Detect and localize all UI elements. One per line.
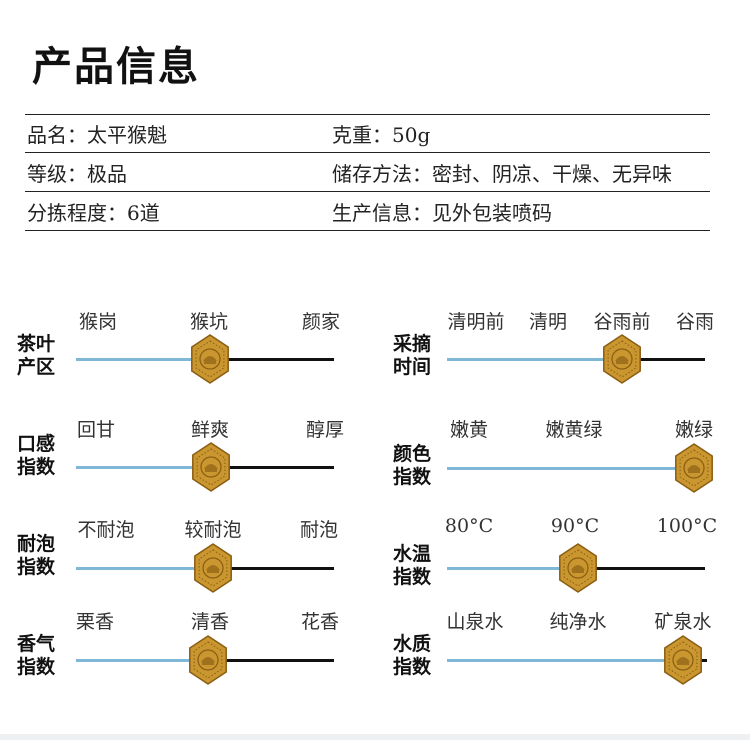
- scale-option: 80°C: [444, 515, 494, 537]
- scale-track-filled: [76, 567, 213, 570]
- hexagon-tea-pot-seal-icon: [186, 635, 230, 685]
- scale-label-line: 指数: [392, 466, 431, 488]
- storage-method: 储存方法：密封、阴凉、干燥、无异味: [332, 161, 672, 186]
- scale-label-line: 采摘: [392, 333, 431, 355]
- scale-label-line: 指数: [16, 556, 55, 578]
- scale-label-line: 指数: [16, 656, 55, 678]
- scale-label-line: 颜色: [392, 443, 431, 465]
- scale-label-line: 时间: [392, 356, 431, 378]
- scale-label-line: 指数: [392, 656, 431, 678]
- scale-label-line: 水质: [392, 633, 431, 655]
- scale-option: 猴坑: [189, 311, 229, 333]
- scale-label-line: 产区: [16, 356, 55, 378]
- scale-track-empty: [578, 567, 705, 570]
- scale-option: 回甘: [76, 419, 116, 441]
- scale-option: 不耐泡: [77, 519, 135, 541]
- scale-option: 花香: [300, 611, 340, 633]
- scale-label-brew-endurance: 耐泡 指数: [12, 533, 60, 579]
- scale-option: 颜家: [301, 311, 341, 333]
- info-row: 品名：太平猴魁 克重：50g: [25, 114, 710, 153]
- scale-track-empty: [622, 358, 705, 361]
- hexagon-tea-pot-seal-icon: [600, 334, 644, 384]
- scale-option: 清明: [528, 311, 568, 333]
- scale-label-taste: 口感 指数: [12, 433, 60, 479]
- scale-option: 谷雨前: [593, 311, 651, 333]
- scale-option: 栗香: [75, 611, 115, 633]
- scale-option: 清香: [190, 611, 230, 633]
- footer-divider: [0, 734, 750, 740]
- hexagon-tea-pot-seal-icon: [672, 443, 716, 493]
- scale-option: 猴岗: [78, 311, 118, 333]
- scale-option: 嫩黄绿: [545, 419, 603, 441]
- scale-track-filled: [76, 358, 210, 361]
- scale-option: 鲜爽: [190, 419, 230, 441]
- info-row: 分拣程度：6道 生产信息：见外包装喷码: [25, 192, 710, 231]
- grade: 等级：极品: [27, 161, 127, 186]
- scale-label-water-temperature: 水温 指数: [388, 543, 436, 589]
- scale-label-line: 指数: [16, 456, 55, 478]
- scale-option: 纯净水: [549, 611, 607, 633]
- sorting-degree: 分拣程度：6道: [27, 200, 160, 225]
- scale-label-line: 茶叶: [16, 333, 55, 355]
- page-title: 产品信息: [32, 44, 200, 90]
- scale-track-filled: [76, 659, 208, 662]
- hexagon-tea-pot-seal-icon: [191, 543, 235, 593]
- scale-option: 谷雨: [675, 311, 715, 333]
- product-info-table: 品名：太平猴魁 克重：50g 等级：极品 储存方法：密封、阴凉、干燥、无异味 分…: [25, 114, 710, 231]
- product-name: 品名：太平猴魁: [27, 123, 167, 147]
- scale-option: 清明前: [447, 311, 505, 333]
- scale-label-origin: 茶叶 产区: [12, 333, 60, 379]
- scale-option: 100°C: [656, 515, 718, 537]
- scale-track-empty: [207, 659, 334, 662]
- hexagon-tea-pot-seal-icon: [661, 635, 705, 685]
- scale-option: 较耐泡: [184, 519, 242, 541]
- scale-track-filled: [76, 466, 211, 469]
- scale-label-water-quality: 水质 指数: [388, 633, 436, 679]
- production-info: 生产信息：见外包装喷码: [332, 200, 552, 225]
- scale-option: 矿泉水: [654, 611, 712, 633]
- scale-option: 醇厚: [305, 419, 345, 441]
- hexagon-tea-pot-seal-icon: [188, 334, 232, 384]
- scale-label-aroma: 香气 指数: [12, 633, 60, 679]
- scale-label-line: 口感: [16, 433, 55, 455]
- scale-option: 耐泡: [299, 519, 339, 541]
- info-row: 等级：极品 储存方法：密封、阴凉、干燥、无异味: [25, 153, 710, 192]
- scale-track-empty: [210, 466, 334, 469]
- scale-label-color: 颜色 指数: [388, 443, 436, 489]
- scale-label-harvest-time: 采摘 时间: [388, 333, 436, 379]
- scale-track-filled: [447, 467, 694, 470]
- scale-label-line: 香气: [16, 633, 55, 655]
- scale-track-filled: [447, 358, 623, 361]
- scale-track-empty: [209, 358, 334, 361]
- hexagon-tea-pot-seal-icon: [556, 543, 600, 593]
- net-weight: 克重：50g: [332, 123, 431, 147]
- scale-track-filled: [447, 567, 578, 570]
- scale-option: 嫩绿: [674, 419, 714, 441]
- scale-option: 90°C: [550, 515, 600, 537]
- scale-label-line: 耐泡: [16, 533, 55, 555]
- scale-option: 嫩黄: [449, 419, 489, 441]
- scale-label-line: 水温: [392, 543, 431, 565]
- scale-track-empty: [212, 567, 334, 570]
- scale-option: 山泉水: [446, 611, 504, 633]
- scale-label-line: 指数: [392, 566, 431, 588]
- scale-track-filled: [447, 659, 683, 662]
- hexagon-tea-pot-seal-icon: [189, 442, 233, 492]
